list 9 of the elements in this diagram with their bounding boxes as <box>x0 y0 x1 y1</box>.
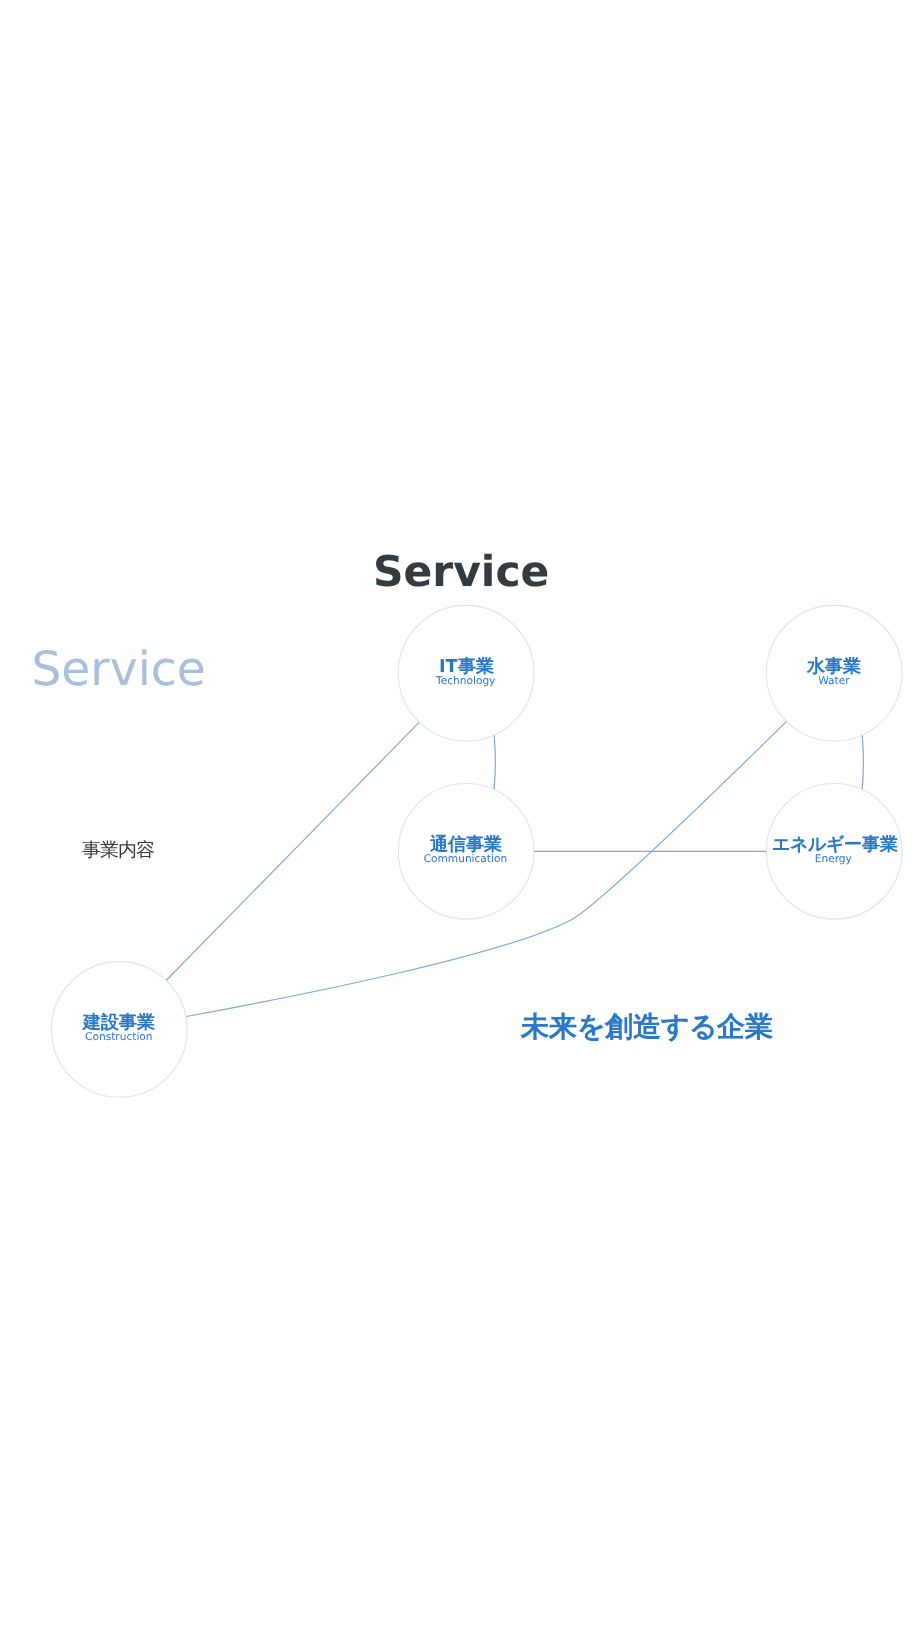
label: Service <box>31 639 206 696</box>
connector <box>533 849 767 851</box>
diagram-title: Service <box>372 547 550 598</box>
label: 事業内容 <box>81 838 154 861</box>
connector <box>861 733 864 789</box>
connector <box>185 720 787 1017</box>
connector <box>493 733 496 789</box>
label: 未来を創造する企業 <box>520 1010 773 1043</box>
connector <box>165 720 420 980</box>
